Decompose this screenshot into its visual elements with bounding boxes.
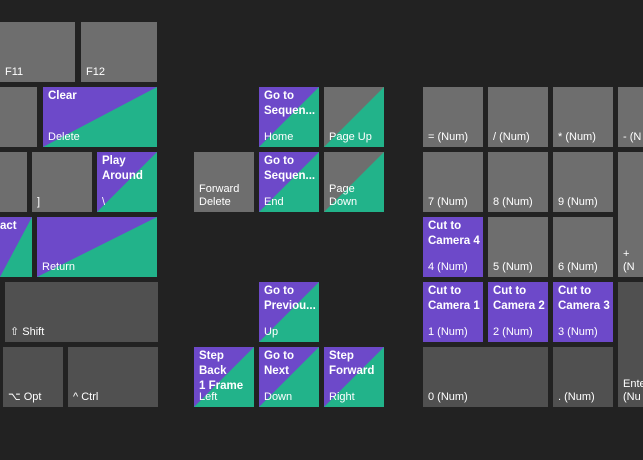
- key-num-3[interactable]: Cut to Camera 3 3 (Num): [553, 282, 613, 342]
- key-label: Page Up: [329, 131, 372, 143]
- key-num-1[interactable]: Cut to Camera 1 1 (Num): [423, 282, 483, 342]
- key-num-equal[interactable]: = (Num): [423, 87, 483, 147]
- key-label: ⌥ Opt: [8, 391, 42, 403]
- key-partial-left-row2[interactable]: [0, 87, 37, 147]
- key-ctrl[interactable]: ^ Ctrl: [68, 347, 158, 407]
- key-label: F12: [86, 66, 105, 78]
- key-command: Play Around: [102, 155, 143, 182]
- key-label: Ente (Nu: [623, 378, 643, 403]
- key-num-2[interactable]: Cut to Camera 2 2 (Num): [488, 282, 548, 342]
- key-label: Page Down: [329, 183, 358, 208]
- key-command: Cut to Camera 2: [493, 285, 545, 312]
- key-label: * (Num): [558, 131, 596, 143]
- key-shift[interactable]: ⇧ Shift: [5, 282, 158, 342]
- key-command: Go to Sequen...: [264, 155, 316, 182]
- key-label: ⇧ Shift: [10, 326, 45, 338]
- key-num-6[interactable]: 6 (Num): [553, 217, 613, 277]
- key-num-7[interactable]: 7 (Num): [423, 152, 483, 212]
- key-f11[interactable]: F11: [0, 22, 75, 82]
- key-label: 5 (Num): [493, 261, 533, 273]
- key-num-0[interactable]: 0 (Num): [423, 347, 548, 407]
- key-label: 6 (Num): [558, 261, 598, 273]
- key-return[interactable]: Return: [37, 217, 157, 277]
- key-label: = (Num): [428, 131, 469, 143]
- key-label: F11: [5, 66, 24, 78]
- key-label: Left: [199, 391, 218, 403]
- key-label: - (N: [623, 131, 642, 143]
- key-num-9[interactable]: 9 (Num): [553, 152, 613, 212]
- key-page-down[interactable]: Page Down: [324, 152, 384, 212]
- key-command: Cut to Camera 3: [558, 285, 610, 312]
- key-partial-left-row3[interactable]: [0, 152, 27, 212]
- key-home[interactable]: Go to Sequen... Home: [259, 87, 319, 147]
- key-command: Cut to Camera 1: [428, 285, 480, 312]
- key-num-4[interactable]: Cut to Camera 4 4 (Num): [423, 217, 483, 277]
- key-num-5[interactable]: 5 (Num): [488, 217, 548, 277]
- key-f12[interactable]: F12: [81, 22, 157, 82]
- key-label: Return: [42, 261, 76, 273]
- key-label: ]: [37, 196, 41, 208]
- key-label: 0 (Num): [428, 391, 468, 403]
- key-command: Step Back 1 Frame: [199, 350, 244, 392]
- key-down[interactable]: Go to Next Down: [259, 347, 319, 407]
- key-label: + (N: [623, 248, 635, 273]
- key-partial-left-row4[interactable]: act: [0, 217, 32, 277]
- key-label: End: [264, 196, 284, 208]
- key-num-enter[interactable]: Ente (Nu: [618, 282, 643, 407]
- key-num-star[interactable]: * (Num): [553, 87, 613, 147]
- key-label: Home: [264, 131, 294, 143]
- key-left[interactable]: Step Back 1 Frame Left: [194, 347, 254, 407]
- key-forward-delete[interactable]: Forward Delete: [194, 152, 254, 212]
- key-num-plus[interactable]: + (N: [618, 152, 643, 277]
- key-num-slash[interactable]: / (Num): [488, 87, 548, 147]
- key-label: Up: [264, 326, 279, 338]
- key-label: 4 (Num): [428, 261, 468, 273]
- key-num-8[interactable]: 8 (Num): [488, 152, 548, 212]
- key-command: Go to Previou...: [264, 285, 316, 312]
- key-num-dot[interactable]: . (Num): [553, 347, 613, 407]
- key-label: Forward Delete: [199, 183, 240, 208]
- key-command: Go to Next: [264, 350, 295, 377]
- key-label: 3 (Num): [558, 326, 598, 338]
- key-delete[interactable]: Clear Delete: [43, 87, 157, 147]
- key-label: / (Num): [493, 131, 530, 143]
- key-label: Down: [264, 391, 293, 403]
- key-label: 1 (Num): [428, 326, 468, 338]
- key-command: Go to Sequen...: [264, 90, 316, 117]
- key-page-up[interactable]: Page Up: [324, 87, 384, 147]
- key-bracket-close[interactable]: ]: [32, 152, 92, 212]
- key-command: Cut to Camera 4: [428, 220, 480, 247]
- key-num-minus[interactable]: - (N: [618, 87, 643, 147]
- key-command: Clear: [48, 90, 77, 102]
- key-opt[interactable]: ⌥ Opt: [3, 347, 63, 407]
- key-command: Step Forward: [329, 350, 375, 377]
- key-end[interactable]: Go to Sequen... End: [259, 152, 319, 212]
- key-right[interactable]: Step Forward Right: [324, 347, 384, 407]
- key-backslash[interactable]: Play Around \: [97, 152, 157, 212]
- key-label: 9 (Num): [558, 196, 598, 208]
- key-label: . (Num): [558, 391, 595, 403]
- key-label: 8 (Num): [493, 196, 533, 208]
- key-label: \: [102, 196, 106, 208]
- key-label: Delete: [48, 131, 80, 143]
- key-label: 2 (Num): [493, 326, 533, 338]
- key-label: Right: [329, 391, 355, 403]
- key-up[interactable]: Go to Previou... Up: [259, 282, 319, 342]
- key-label: ^ Ctrl: [73, 391, 99, 403]
- key-label: 7 (Num): [428, 196, 468, 208]
- key-command: act: [0, 220, 17, 232]
